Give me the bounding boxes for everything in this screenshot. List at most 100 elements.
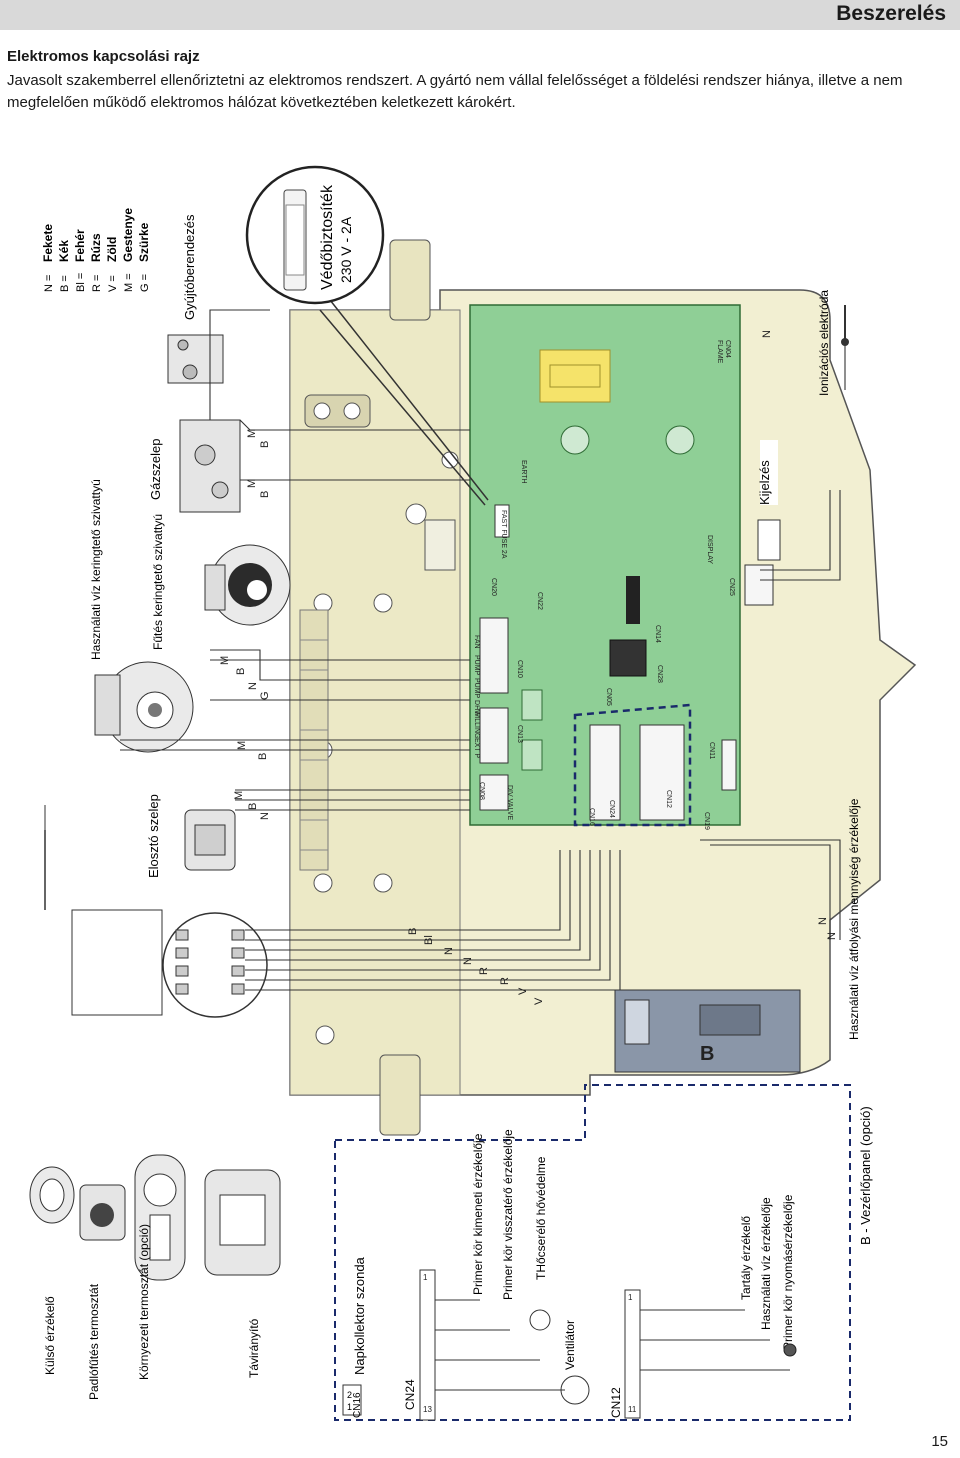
legend-name-1: Kék [57,240,71,262]
label-gyujto: Gyújtóberendezés [182,214,197,320]
wire-label-n-3: N [247,682,259,690]
wire-label-g-3: G [259,691,271,700]
pcb-label-cn12: CN12 [665,790,672,808]
legend-code-2: Bl = [75,273,87,292]
wire-label-b-1: B [259,441,271,448]
fuse-callout: Védőbiztosíték 230 V - 2A [245,165,489,506]
fuse-label-line2: 230 V - 2A [338,216,354,283]
wire-label-v-8: V [517,987,529,995]
label-vezerlopanel: B - Vezérlőpanel (opció) [858,1106,873,1245]
pcb-label-div-valve: DIV VALVE [506,785,513,820]
pcb-label-display: DISPLAY [706,535,713,564]
label-hasznalati-erz: Használati víz érzékelője [759,1197,773,1330]
pcb-label-cn08: CN08 [478,782,485,800]
pcb-label-cn10: CN10 [516,660,523,678]
wire-label-m-1: M [246,429,258,438]
wire-label-n-5: N [259,812,271,820]
wire-label-b-6: B [407,928,419,935]
legend-name-5: Gestenye [121,208,135,262]
pcb-label-cn24: CN24 [608,800,615,818]
pcb-label-fan: FAN [473,635,480,649]
wire-label-r-8: R [499,977,511,985]
label-padlo: Padlófűtés termosztát [87,1283,101,1400]
label-kornyezeti: Környezeti termosztát (opció) [137,1224,151,1380]
legend-name-6: Szürke [137,222,151,262]
legend-code-3: R = [91,275,103,292]
cn12-pin-1: 11 [628,1405,637,1414]
legend-code-5: M = [123,273,135,292]
pcb-label-filling: FILLING [473,712,480,738]
label-ionizacios-1: Ionizációs elektróda [817,290,831,396]
terminal-block [44,805,268,1018]
legend-code-0: N = [43,275,55,292]
page-heading: Elektromos kapcsolási rajz [7,48,200,65]
wire-labels: M B M B M B N G M B M B N B Bl N N R R V… [219,330,838,1005]
label-cn12-ext: CN12 [609,1387,623,1418]
label-eloszto: Elosztó szelep [146,794,161,878]
pcb-label-pump: PUMP [473,655,480,676]
label-kulso: Külső érzékelő [43,1296,57,1375]
section-title: Beszerelés [836,2,946,25]
label-primer-nyomas: Primer kör nyomásérzékelője [781,1194,795,1350]
optional-control-board: B B - Vezérlőpanel (opció) [614,989,873,1245]
label-napkollektor: Napkollektor szonda [352,1256,367,1375]
pcb-label-cn28: CN28 [656,665,663,683]
fuse-label-line1: Védőbiztosíték [319,184,336,290]
cn24-pin-13: 1 [423,1273,428,1282]
label-hasznalati-pump: Használati víz keringtető szivattyú [89,479,103,660]
label-gazszelep: Gázszelep [148,439,163,500]
legend-name-4: Zöld [105,237,119,262]
cn16-pin-1: 1 [347,1402,352,1412]
main-pcb: FLAME CN04 EARTH FAST FUSE 2A CN20 CN22 … [469,304,774,830]
label-taviranyito: Távirányító [247,1318,261,1378]
pcb-label-cn14: CN14 [654,625,661,643]
pcb-label-cn20: CN20 [490,578,497,596]
wire-bundle [120,309,846,991]
wire-label-r-7: R [478,967,490,975]
pcb-label-cn19: CN19 [703,812,710,830]
ionization-electrode: Ionizációs elektróda [817,290,849,396]
legend-code-4: V = [107,275,119,292]
cn16-pin-2: 2 [347,1390,352,1400]
page-number: 15 [931,1433,948,1450]
pcb-label-cn22: CN22 [536,592,543,610]
legend-name-3: Rúzs [89,233,103,262]
pcb-label-fast-fuse: FAST FUSE 2A [500,510,507,559]
board-letter: B [700,1043,714,1065]
cn12-pin-11: 1 [628,1293,633,1302]
wire-label-b-3: B [235,668,247,675]
pcb-label-cn04: CN04 [724,340,731,358]
pcb-label-cn25: CN25 [728,578,735,596]
ignition-device: Gyújtóberendezés [167,214,224,384]
pcb-label-pump-dhw: PUMP DHW [473,678,480,717]
wire-label-n-7: N [462,957,474,965]
pcb-label-cn11: CN11 [708,742,715,759]
pcb-label-cn16: CN16 [588,808,595,826]
wire-label-m-3: M [219,656,231,665]
pcb-label-cn05: CN05 [605,688,612,706]
external-devices: Külső érzékelő Padlófűtés termosztát Kör… [29,1084,851,1421]
gas-valve: Gázszelep [148,419,241,513]
wire-label-b-5: B [247,803,259,810]
pcb-label-ext-p: EXT P [473,738,480,758]
display-connector: Kijelzés [757,440,781,561]
dhw-pump: Használati víz keringtető szivattyú [89,479,194,753]
wire-label-n-ion: N [761,330,773,338]
intro-paragraph: Javasolt szakemberrel ellenőriztetni az … [7,72,903,111]
cn24-pin-1: 13 [423,1405,432,1414]
wire-label-b-4: B [257,753,269,760]
label-cn16-ext: CN16 [352,1392,363,1418]
wire-label-b-2: B [259,491,271,498]
label-ventilator: Ventilátor [563,1320,577,1370]
label-primer-kime: Primer kör kimeneti érzékelője [471,1133,485,1295]
wire-label-n-11: N [826,932,838,940]
wire-label-m-4: M [236,741,248,750]
wire-label-v-9: V [533,997,545,1005]
pcb-label-cn13: CN13 [516,725,523,743]
label-cn24-ext: CN24 [403,1379,417,1410]
legend-code-1: B = [59,275,71,292]
color-legend: N = Fekete B = Kék Bl = Fehér R = Rúzs V… [41,208,151,292]
heating-pump: Fűtés keringtető szivattyú [151,514,291,650]
header-bar [0,0,960,30]
wiring-diagram: N = Fekete B = Kék Bl = Fehér R = Rúzs V… [29,165,917,1421]
